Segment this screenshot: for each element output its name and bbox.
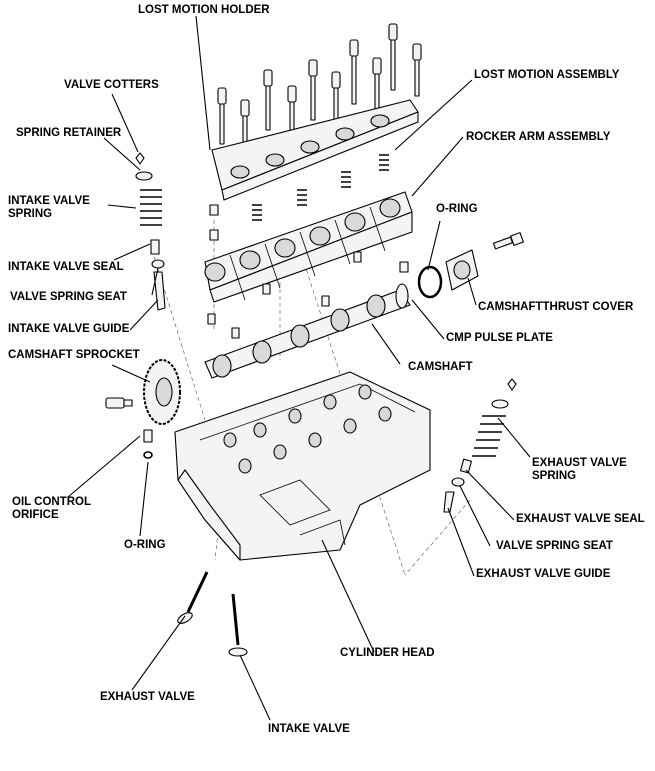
label-oil-control-orifice-line1: OIL CONTROL [12,496,91,508]
label-intake-valve-spring-line1: INTAKE VALVE [8,195,90,207]
lost-motion-springs [209,154,409,273]
label-camshaft-thrust-cover: CAMSHAFTTHRUST COVER [478,301,634,313]
label-cmp-pulse-plate: CMP PULSE PLATE [446,332,553,344]
label-o-ring-top: O-RING [436,203,478,215]
label-intake-valve-seal: INTAKE VALVE SEAL [8,261,124,273]
label-intake-valve-guide: INTAKE VALVE GUIDE [8,323,130,335]
camshaft-sprocket-part [105,359,181,425]
label-exhaust-valve-seal: EXHAUST VALVE SEAL [516,513,645,525]
leader-lines [67,15,531,721]
label-camshaft-sprocket: CAMSHAFT SPROCKET [8,349,140,361]
label-rocker-arm-assembly: ROCKER ARM ASSEMBLY [466,131,611,143]
rocker-arm-assembly-part [204,191,413,303]
label-lost-motion-assembly: LOST MOTION ASSEMBLY [474,69,620,81]
label-exhaust-valve-spring-line2: SPRING [532,470,576,482]
label-spring-retainer: SPRING RETAINER [16,127,122,139]
label-exhaust-valve-spring-line1: EXHAUST VALVE [532,457,627,469]
label-o-ring-bottom: O-RING [124,539,166,551]
lost-motion-holder-part [211,99,419,201]
camshaft-part [204,283,411,379]
thrust-cover-part [417,232,524,299]
label-camshaft: CAMSHAFT [408,361,473,373]
exhaust-valve-part [177,571,209,624]
label-lost-motion-holder: LOST MOTION HOLDER [138,4,270,16]
label-cylinder-head: CYLINDER HEAD [340,647,435,659]
label-valve-cotters: VALVE COTTERS [64,79,159,91]
label-valve-spring-seat-right: VALVE SPRING SEAT [496,540,613,552]
holder-bolts [217,23,422,155]
label-intake-valve: INTAKE VALVE [268,723,350,735]
cylinder-head-part [174,371,431,561]
dowel-pins [207,251,362,339]
label-valve-spring-seat-left: VALVE SPRING SEAT [10,291,127,303]
label-oil-control-orifice-line2: ORIFICE [12,509,59,521]
intake-valve-part [228,593,248,657]
exhaust-valve-stack [443,378,517,513]
labels: LOST MOTION HOLDER LOST MOTION ASSEMBLY … [8,4,645,735]
label-exhaust-valve-guide: EXHAUST VALVE GUIDE [476,568,611,580]
label-exhaust-valve: EXHAUST VALVE [100,691,195,703]
oil-control-orifice-part [143,429,153,459]
label-intake-valve-spring-line2: SPRING [8,208,52,220]
intake-valve-stack [135,152,166,311]
